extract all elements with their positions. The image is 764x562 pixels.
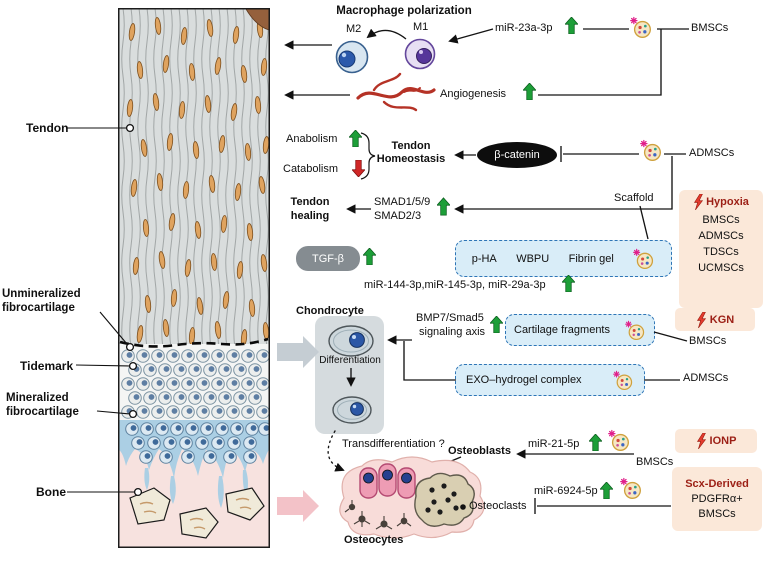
up-arrow-icon: [490, 316, 503, 333]
exosome-icon: [625, 320, 646, 341]
source-tdscs: TDSCs: [703, 246, 739, 258]
up-arrow-icon: [565, 17, 578, 34]
exo-hydrogel-label: EXO–hydrogel complex: [466, 374, 582, 386]
zoom-arrow-bone: [277, 490, 319, 522]
transdifferentiation-label: Transdifferentiation ?: [342, 438, 445, 450]
osteocyte-cells-illustration: [344, 500, 412, 530]
bmscs-osteoblast-label: BMSCs: [636, 456, 674, 468]
mir144-145-29a-label: miR-144-3p,miR-145-3p, miR-29a-3p: [364, 279, 546, 291]
ionp-label: IONP: [709, 435, 737, 447]
macrophage-m1-cell: [404, 38, 436, 70]
tendon-healing-title-line1: Tendon: [290, 196, 330, 208]
hypoxia-row: Hypoxia: [693, 194, 749, 210]
anabolism-label: Anabolism: [286, 133, 338, 145]
tendon-label: Tendon: [26, 121, 69, 135]
angiogenesis-label: Angiogenesis: [440, 88, 507, 100]
admscs-chondro-label: ADMSCs: [683, 372, 729, 384]
mir-23a-3p-label: miR-23a-3p: [495, 22, 553, 34]
chondrocyte-label: Chondrocyte: [296, 305, 364, 317]
exosome-icon: [640, 139, 663, 162]
up-arrow-icon: [562, 275, 575, 292]
osteoclast-label-anchor-dot: [460, 504, 466, 510]
mineralized-zone: [118, 420, 270, 508]
scx-source-panel: Scx-Derived PDGFRα+ BMSCs: [672, 467, 762, 531]
source-ucmscs: UCMSCs: [698, 262, 744, 274]
tgf-beta-label: TGF-β: [312, 252, 344, 265]
scaffold-item-pha: p-HA: [471, 252, 497, 265]
exosome-icon: [613, 370, 634, 391]
up-arrow-icon: [523, 83, 536, 100]
catabolism-label: Catabolism: [283, 163, 339, 175]
bmp7-smad5-label-line1: BMP7/Smad5: [416, 312, 484, 324]
tidemark-label: Tidemark: [20, 359, 74, 373]
source-bmscs: BMSCs: [702, 214, 740, 226]
scaffold-item-wbpu: WBPU: [516, 252, 550, 265]
differentiation-label: Differentiation: [319, 355, 381, 366]
beta-catenin-label: β-catenin: [494, 149, 540, 161]
mir-21-5p-label: miR-21-5p: [528, 438, 580, 450]
smad23-label: SMAD2/3: [374, 210, 422, 222]
exosome-icon: [633, 248, 655, 270]
cartilage-fragments-box: Cartilage fragments: [505, 314, 655, 346]
osteocytes-label: Osteocytes: [344, 534, 404, 546]
bone-fragments: [129, 487, 265, 539]
up-arrow-icon: [589, 434, 602, 451]
bmscs-chondro-label: BMSCs: [689, 335, 727, 347]
kgn-label: KGN: [709, 313, 735, 326]
up-arrow-icon: [437, 197, 450, 216]
beta-catenin-node: β-catenin: [477, 142, 557, 168]
source-admscs: ADMSCs: [698, 230, 744, 242]
tendon-healing-title-line2: healing: [290, 210, 330, 222]
tendon-homeostasis-title-line2: Homeostasis: [376, 153, 446, 165]
lightning-icon: [696, 433, 707, 449]
smad159-label: SMAD1/5/9: [374, 196, 431, 208]
lightning-icon: [693, 194, 704, 210]
ionp-chip: IONP: [675, 429, 757, 453]
m2-label: M2: [346, 23, 362, 35]
up-arrow-icon: [363, 248, 376, 265]
scaffold-box: p-HA WBPU Fibrin gel: [455, 240, 672, 277]
macrophage-m2-cell: [335, 40, 369, 74]
scx-bmscs-label: BMSCs: [698, 508, 736, 520]
chondrocyte-panel: [315, 316, 384, 434]
exo-hydrogel-box: EXO–hydrogel complex: [455, 364, 645, 396]
kgn-chip: KGN: [675, 308, 755, 331]
hypoxia-label: Hypoxia: [706, 196, 749, 208]
osteoblasts-label: Osteoblasts: [448, 445, 511, 457]
tendon-bone-interface-illustration: [118, 8, 270, 548]
bone-label: Bone: [36, 485, 66, 499]
exosome-icon: [620, 477, 643, 500]
unmineralized-fibrocartilage-label: Unmineralized fibrocartilage: [2, 288, 81, 315]
osteoblast-cells-illustration: [359, 463, 416, 499]
scaffold-sources-panel: Hypoxia BMSCs ADMSCs TDSCs UCMSCs: [679, 190, 763, 308]
angiogenesis-vessels-illustration: [356, 72, 436, 112]
mineralized-fibrocartilage-label: Mineralized fibrocartilage: [6, 392, 79, 419]
cartilage-fragments-label: Cartilage fragments: [514, 324, 610, 336]
down-arrow-icon: [352, 160, 365, 177]
osteoclast-cell-illustration: [414, 472, 475, 527]
bmp7-smad5-label-line2: signaling axis: [419, 326, 486, 338]
osteoclasts-label: Osteoclasts: [469, 500, 527, 512]
pdgfra-label: PDGFRα+: [691, 493, 743, 505]
exosome-icon: [608, 429, 631, 452]
scx-derived-label: Scx-Derived: [685, 478, 749, 490]
mir-6924-5p-label: miR-6924-5p: [534, 485, 598, 497]
zoom-arrow-cartilage: [277, 336, 319, 368]
m1-label: M1: [413, 21, 429, 33]
scaffold-label: Scaffold: [614, 192, 654, 204]
exosome-icon: [630, 16, 653, 39]
scaffold-item-fibrin: Fibrin gel: [568, 252, 614, 265]
bmscs-macro-label: BMSCs: [691, 22, 729, 34]
admscs-homeo-label: ADMSCs: [689, 147, 735, 159]
up-arrow-icon: [349, 130, 362, 147]
up-arrow-icon: [600, 482, 613, 499]
bone-matrix-illustration: [339, 456, 485, 539]
tendon-homeostasis-title-line1: Tendon: [391, 140, 431, 152]
lightning-icon: [696, 312, 707, 328]
macrophage-polarization-title: Macrophage polarization: [336, 5, 472, 17]
tissue-panel-border: [118, 8, 270, 548]
tgf-beta-node: TGF-β: [296, 246, 360, 271]
tidemark-dashed-line: [119, 337, 269, 348]
